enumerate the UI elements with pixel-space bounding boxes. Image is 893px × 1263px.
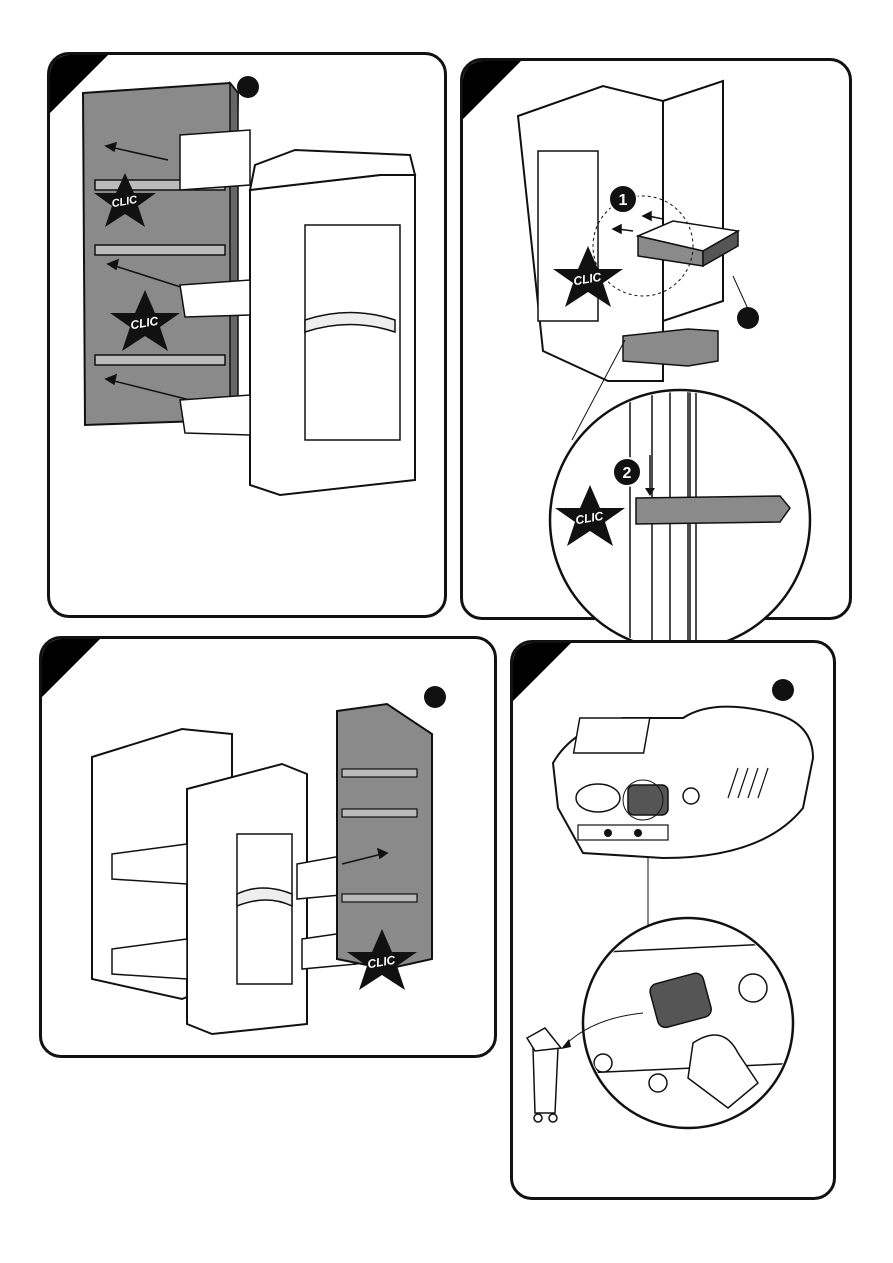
part-callout-icon	[737, 307, 759, 329]
assembly-illustration-1: CLIC CLIC	[50, 55, 444, 615]
trash-bin-icon	[527, 1028, 561, 1122]
part-callout-icon	[772, 679, 794, 701]
assembly-illustration-2: 1 CLIC	[463, 61, 849, 617]
part-callout-icon	[424, 686, 446, 708]
part-callout-icon	[237, 76, 259, 98]
assembly-illustration-3: CLIC	[42, 639, 494, 1055]
callout-1-label: 1	[619, 192, 628, 209]
step-panel-4	[510, 640, 836, 1200]
assembly-illustration-4	[513, 643, 833, 1197]
step-panel-3: CLIC	[39, 636, 497, 1058]
callout-1: 1	[609, 185, 637, 213]
step-panel-2: 1 CLIC	[460, 58, 852, 620]
step-panel-1: CLIC CLIC	[47, 52, 447, 618]
